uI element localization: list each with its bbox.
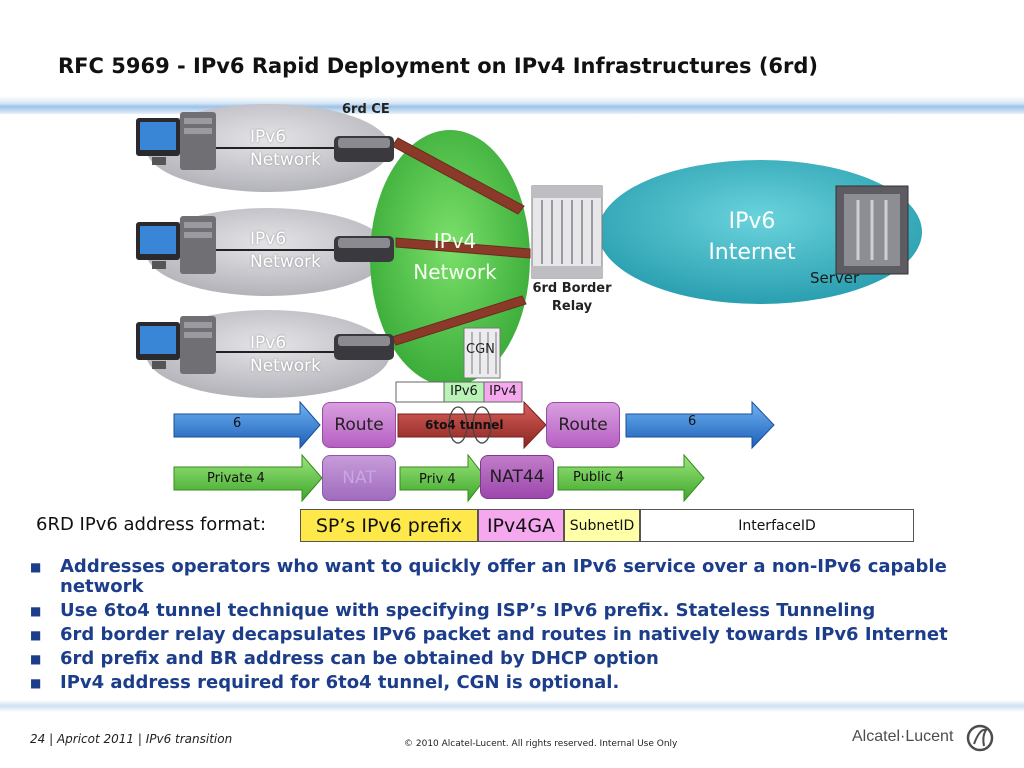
bullet-item: ■ 6rd border relay decapsulates IPv6 pack… xyxy=(30,625,1010,645)
flow-6-right-label: 6 xyxy=(688,414,697,429)
ipv4-network-label: IPv4 Network xyxy=(400,226,510,288)
ipv6-internet-label-line2: Internet xyxy=(708,240,796,265)
pc-icon-1 xyxy=(136,112,340,170)
format-field-interfaceid: InterfaceID xyxy=(640,509,914,542)
bullet-text: 6rd border relay decapsulates IPv6 packe… xyxy=(60,624,948,645)
nat44-box: NAT44 xyxy=(480,455,554,499)
arrow-public4 xyxy=(557,453,705,503)
route-box-left: Route xyxy=(322,402,396,448)
ipv4-network-label-line2: Network xyxy=(413,260,497,284)
tunnel-ring-2 xyxy=(472,406,492,444)
arrow-6-right xyxy=(625,400,775,450)
bullet-square-icon: ■ xyxy=(30,604,42,618)
priv4-label: Priv 4 xyxy=(419,472,456,487)
arrow-6-left xyxy=(173,400,321,450)
footer-copyright: © 2010 Alcatel-Lucent. All rights reserv… xyxy=(404,739,678,749)
bullet-text: Use 6to4 tunnel technique with specifyin… xyxy=(60,600,876,621)
ipv6-network-label-1-line2: Network xyxy=(250,150,321,170)
ce-router-icon-2 xyxy=(334,236,394,262)
tunnel-label: 6to4 tunnel xyxy=(425,418,504,432)
packet-header-ipv4 xyxy=(483,381,523,403)
public4-label: Public 4 xyxy=(573,470,624,485)
border-relay-icon xyxy=(531,185,603,279)
page-title: RFC 5969 - IPv6 Rapid Deployment on IPv4… xyxy=(58,54,819,78)
address-format-label: 6RD IPv6 address format: xyxy=(36,514,267,535)
brand-logo-icon xyxy=(966,724,994,752)
ipv6-network-label-2-line2: Network xyxy=(250,252,321,272)
packet-header-ipv4-label: IPv4 xyxy=(489,384,517,399)
ipv6-network-label-2-line1: IPv6 xyxy=(250,229,287,249)
border-relay-label-line1: 6rd Border xyxy=(532,281,612,296)
cgn-label: CGN xyxy=(466,342,495,357)
footer-page-info: 24 | Apricot 2011 | IPv6 transition xyxy=(30,732,233,746)
ipv6-network-label-1: IPv6 Network xyxy=(250,126,321,172)
pc-icon-2 xyxy=(136,216,340,274)
ipv6-network-label-3: IPv6 Network xyxy=(250,332,321,378)
bullet-item: ■ Addresses operators who want to quickly… xyxy=(30,557,1010,597)
flow-6-left-label: 6 xyxy=(233,416,242,431)
footer-band xyxy=(0,700,1024,712)
ipv6-network-label-3-line2: Network xyxy=(250,356,321,376)
ipv4-network-label-line1: IPv4 xyxy=(433,229,477,253)
bullet-list: ■ Addresses operators who want to quickly… xyxy=(30,557,1010,697)
bullet-item: ■ IPv4 address required for 6to4 tunnel, … xyxy=(30,673,1010,693)
bullet-text: IPv4 address required for 6to4 tunnel, C… xyxy=(60,672,620,693)
bullet-square-icon: ■ xyxy=(30,560,42,574)
bullet-text: Addresses operators who want to quickly … xyxy=(60,556,947,597)
ce-label: 6rd CE xyxy=(342,102,390,117)
ipv6-network-label-3-line1: IPv6 xyxy=(250,333,287,353)
ipv6-internet-label: IPv6 Internet xyxy=(692,206,812,268)
bullet-item: ■ 6rd prefix and BR address can be obtain… xyxy=(30,649,1010,669)
arrow-priv4 xyxy=(399,453,487,503)
pc-icon-3 xyxy=(136,316,340,374)
ce-router-icon-1 xyxy=(334,136,394,162)
packet-header-ipv6-label: IPv6 xyxy=(450,384,478,399)
route-box-right: Route xyxy=(546,402,620,448)
border-relay-label-line2: Relay xyxy=(551,299,593,314)
format-field-prefix: SP’s IPv6 prefix xyxy=(300,509,478,542)
format-field-subnetid: SubnetID xyxy=(564,509,640,542)
cgn-icon xyxy=(463,327,501,379)
bullet-item: ■ Use 6to4 tunnel technique with specifyi… xyxy=(30,601,1010,621)
private4-label: Private 4 xyxy=(207,471,265,486)
tunnel-ring-1 xyxy=(448,406,468,444)
ipv6-network-label-1-line1: IPv6 xyxy=(250,127,287,147)
server-icon xyxy=(835,185,909,275)
ce-router-icon-3 xyxy=(334,334,394,360)
bullet-square-icon: ■ xyxy=(30,628,42,642)
arrow-6to4-tunnel xyxy=(397,400,547,450)
server-label: Server xyxy=(810,269,860,287)
arrow-private4 xyxy=(173,453,323,503)
tunnel-1 xyxy=(391,137,525,215)
bullet-square-icon: ■ xyxy=(30,676,42,690)
tunnel-2 xyxy=(395,237,531,259)
bullet-text: 6rd prefix and BR address can be obtaine… xyxy=(60,648,659,669)
brand-logo-text: Alcatel·Lucent xyxy=(852,728,954,745)
nat-box: NAT xyxy=(322,455,396,501)
bullet-square-icon: ■ xyxy=(30,652,42,666)
ipv6-internet-label-line1: IPv6 xyxy=(728,209,776,234)
ipv6-network-label-2: IPv6 Network xyxy=(250,228,321,274)
border-relay-label: 6rd Border Relay xyxy=(526,280,618,316)
packet-header-blank xyxy=(395,381,445,403)
format-field-ipv4ga: IPv4GA xyxy=(478,509,564,542)
